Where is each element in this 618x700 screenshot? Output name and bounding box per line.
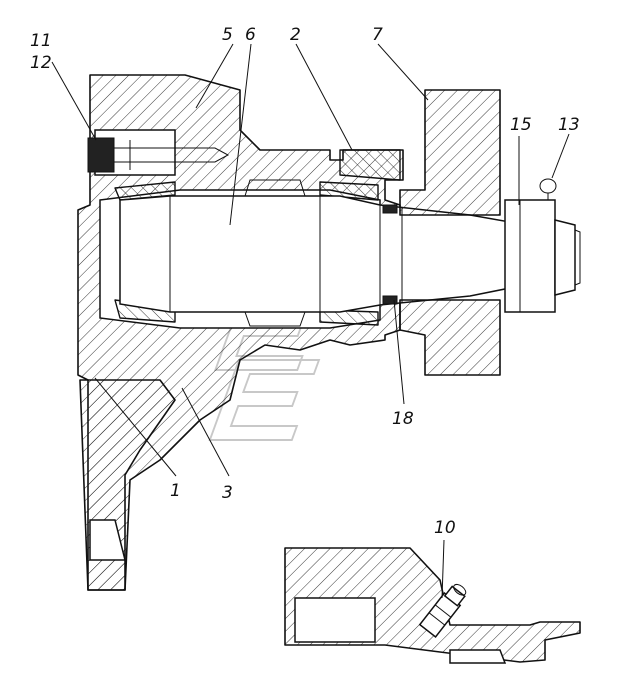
leader-lines xyxy=(51,43,570,599)
castle-nut xyxy=(504,178,581,313)
callout-5: 5 xyxy=(222,25,233,45)
shaft xyxy=(119,179,511,327)
callout-18: 18 xyxy=(392,409,414,429)
callout-11: 11 xyxy=(30,31,52,51)
housing-arm xyxy=(79,379,176,591)
callout-2: 2 xyxy=(290,25,301,45)
callout-1: 1 xyxy=(170,481,181,501)
callout-13: 13 xyxy=(558,115,580,135)
callout-15: 15 xyxy=(510,115,532,135)
detail-view-lubricator xyxy=(284,547,581,664)
callout-6: 6 xyxy=(245,25,256,45)
callout-10: 10 xyxy=(434,518,456,538)
callout-3: 3 xyxy=(222,483,233,503)
callout-7: 7 xyxy=(372,25,383,45)
callout-12: 12 xyxy=(30,53,52,73)
bracket-section xyxy=(399,89,501,376)
